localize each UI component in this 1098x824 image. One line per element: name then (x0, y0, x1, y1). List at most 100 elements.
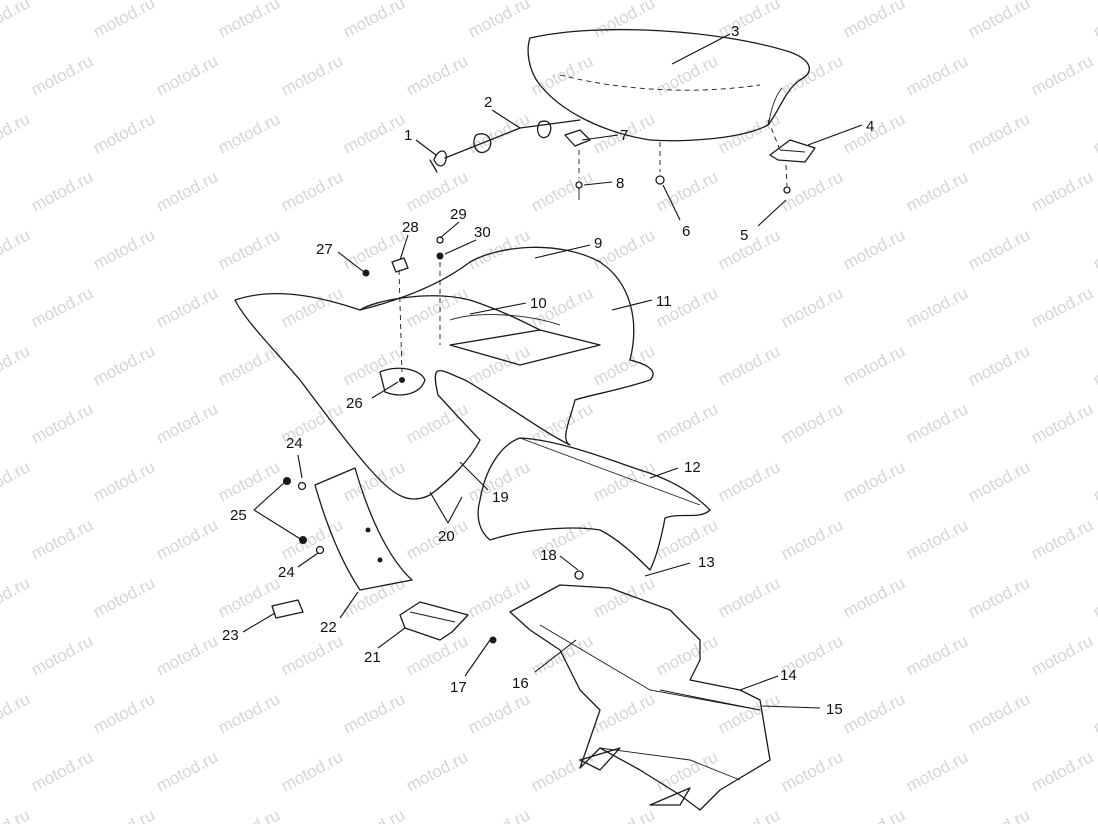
watermark-text: motod.ru (965, 573, 1033, 621)
watermark-text: motod.ru (1090, 225, 1098, 273)
watermark-text: motod.ru (1028, 167, 1096, 215)
watermark-text: motod.ru (528, 515, 596, 563)
watermark-text: motod.ru (340, 805, 408, 824)
watermark-text: motod.ru (653, 167, 721, 215)
callout-28: 28 (402, 219, 419, 236)
watermark-text: motod.ru (0, 341, 33, 389)
watermark-text: motod.ru (403, 51, 471, 99)
watermark-text: motod.ru (0, 109, 33, 157)
callout-14: 14 (780, 667, 797, 684)
callout-18: 18 (540, 547, 557, 564)
watermark-text: motod.ru (90, 0, 158, 42)
watermark-text: motod.ru (153, 167, 221, 215)
watermark-text: motod.ru (465, 805, 533, 824)
watermark-text: motod.ru (590, 805, 658, 824)
watermark-text: motod.ru (340, 0, 408, 42)
watermark-text: motod.ru (715, 225, 783, 273)
watermark-text: motod.ru (153, 51, 221, 99)
callout-25: 25 (230, 507, 247, 524)
watermark-text: motod.ru (340, 689, 408, 737)
watermark-text: motod.ru (715, 805, 783, 824)
watermark-text: motod.ru (965, 341, 1033, 389)
callout-7: 7 (620, 127, 628, 144)
watermark-text: motod.ru (1090, 341, 1098, 389)
watermark-text: motod.ru (1028, 515, 1096, 563)
watermark-text: motod.ru (1090, 457, 1098, 505)
callout-8: 8 (616, 175, 624, 192)
watermark-text: motod.ru (715, 109, 783, 157)
callout-9: 9 (594, 235, 602, 252)
callout-15: 15 (826, 701, 843, 718)
watermark-text: motod.ru (903, 747, 971, 795)
watermark-text: motod.ru (840, 457, 908, 505)
watermark-text: motod.ru (403, 283, 471, 331)
watermark-text: motod.ru (1090, 573, 1098, 621)
watermark-text: motod.ru (465, 0, 533, 42)
watermark-text: motod.ru (903, 399, 971, 447)
callout-12: 12 (684, 459, 701, 476)
watermark-text: motod.ru (1090, 0, 1098, 42)
callout-24a: 24 (286, 435, 303, 452)
watermark-text: motod.ru (1090, 689, 1098, 737)
watermark-text: motod.ru (840, 573, 908, 621)
watermark-text: motod.ru (653, 747, 721, 795)
watermark-text: motod.ru (715, 689, 783, 737)
watermark-text: motod.ru (465, 341, 533, 389)
callout-13: 13 (698, 554, 715, 571)
watermark-text: motod.ru (90, 805, 158, 824)
watermark-text: motod.ru (90, 573, 158, 621)
rear-frame (509, 584, 771, 811)
watermark-text: motod.ru (0, 689, 33, 737)
watermark-text: motod.ru (528, 747, 596, 795)
mud-flap (314, 467, 413, 591)
watermark-text: motod.ru (840, 341, 908, 389)
watermark-text: motod.ru (840, 0, 908, 42)
watermark-text: motod.ru (778, 515, 846, 563)
watermark-text: motod.ru (778, 167, 846, 215)
watermark-text: motod.ru (715, 573, 783, 621)
watermark-text: motod.ru (153, 747, 221, 795)
watermark-text: motod.ru (278, 631, 346, 679)
watermark-text: motod.ru (215, 0, 283, 42)
callout-2: 2 (484, 94, 492, 111)
watermark-text: motod.ru (278, 283, 346, 331)
watermark-text: motod.ru (215, 805, 283, 824)
callout-22: 22 (320, 619, 337, 636)
watermark-text: motod.ru (965, 109, 1033, 157)
callout-6: 6 (682, 223, 690, 240)
callout-4: 4 (866, 118, 874, 135)
watermark-text: motod.ru (403, 747, 471, 795)
watermark-text: motod.ru (653, 51, 721, 99)
watermark-text: motod.ru (465, 109, 533, 157)
callout-23: 23 (222, 627, 239, 644)
watermark-text: motod.ru (903, 167, 971, 215)
watermark-text: motod.ru (0, 0, 33, 42)
watermark-text: motod.ru (465, 573, 533, 621)
callout-11: 11 (656, 293, 672, 310)
callout-1: 1 (404, 127, 412, 144)
watermark-text: motod.ru (840, 225, 908, 273)
watermark-text: motod.ru (1028, 399, 1096, 447)
watermark-text: motod.ru (965, 457, 1033, 505)
watermark-text: motod.ru (90, 457, 158, 505)
watermark-text: motod.ru (840, 805, 908, 824)
watermark-text: motod.ru (90, 341, 158, 389)
watermark-text: motod.ru (1090, 805, 1098, 824)
callout-10: 10 (530, 295, 547, 312)
watermark-text: motod.ru (278, 51, 346, 99)
watermark-text: motod.ru (903, 51, 971, 99)
watermark-text: motod.ru (715, 457, 783, 505)
watermark-text: motod.ru (403, 399, 471, 447)
watermark-text: motod.ru (590, 689, 658, 737)
callout-17: 17 (450, 679, 467, 696)
watermark-text: motod.ru (903, 515, 971, 563)
watermark-text: motod.ru (715, 341, 783, 389)
watermark-text: motod.ru (215, 225, 283, 273)
watermark-text: motod.ru (1028, 283, 1096, 331)
watermark-text: motod.ru (90, 109, 158, 157)
callout-3: 3 (731, 23, 739, 40)
watermark-text: motod.ru (465, 689, 533, 737)
callout-labels: 1 2 3 4 5 6 7 8 9 10 11 12 13 14 15 16 1… (222, 23, 874, 718)
